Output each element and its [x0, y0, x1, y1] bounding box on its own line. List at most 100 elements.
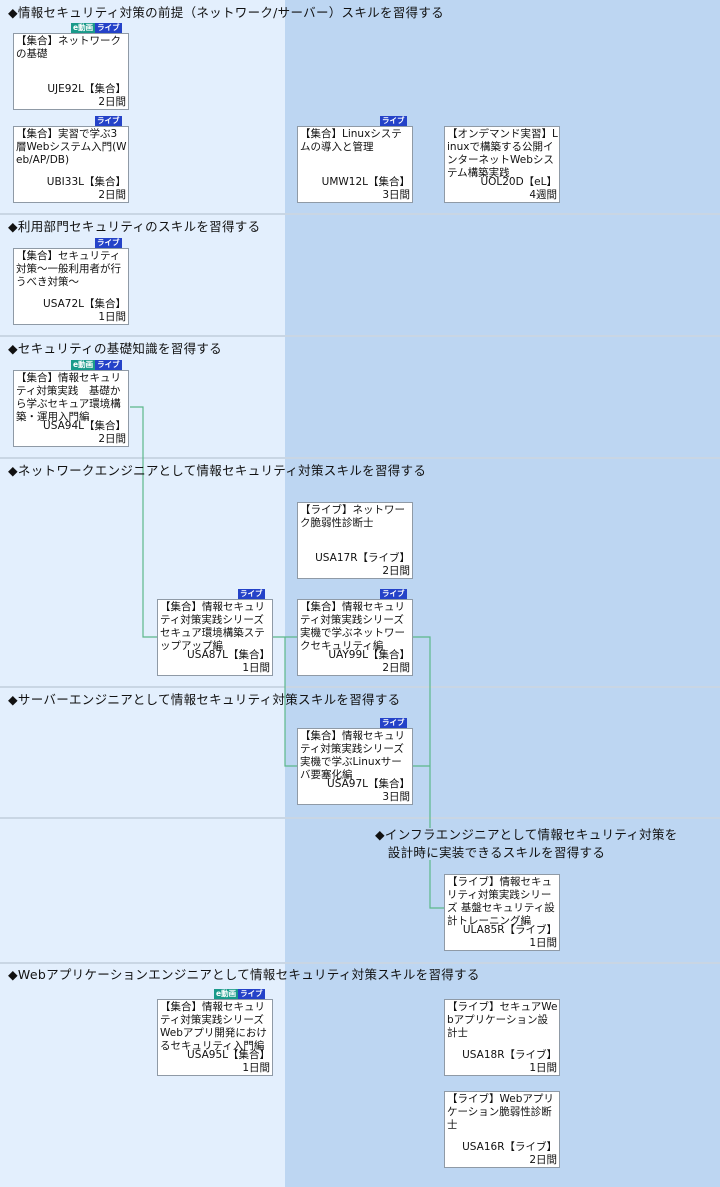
course-code: USA94L【集合】 [43, 420, 126, 432]
course-code: USA17R【ライブ】 [315, 552, 410, 564]
section-divider [0, 457, 720, 459]
course-title: 【集合】セキュリティ対策～一般利用者が行うべき対策～ [16, 250, 121, 288]
course-footer: UAY99L【集合】2日間 [328, 649, 410, 675]
course-duration: 3日間 [382, 189, 410, 201]
live-badge: ライブ [380, 116, 407, 126]
course-duration: 2日間 [98, 189, 126, 201]
course-badges: e動画ライブ [71, 360, 122, 370]
course-code: UBI33L【集合】 [46, 176, 126, 188]
course-footer: USA87L【集合】1日間 [187, 649, 270, 675]
course-footer: UOL20D【eL】4週間 [480, 176, 557, 202]
course-title: 【集合】ネットワークの基礎 [16, 35, 121, 60]
course-duration: 1日間 [242, 662, 270, 674]
course-badges: ライブ [95, 238, 122, 248]
course-code: USA72L【集合】 [43, 298, 126, 310]
course-duration: 3日間 [382, 791, 410, 803]
course-footer: UJE92L【集合】2日間 [47, 83, 126, 109]
connector-line [130, 406, 157, 638]
live-badge: ライブ [380, 718, 407, 728]
section-heading: ◆セキュリティの基礎知識を習得する [8, 341, 222, 356]
section-heading: ◆インフラエンジニアとして情報セキュリティ対策を 設計時に実装できるスキルを習得… [375, 827, 678, 860]
course-duration: 2日間 [98, 433, 126, 445]
course-code: UAY99L【集合】 [328, 649, 410, 661]
section-divider [0, 335, 720, 337]
course-code: ULA85R【ライブ】 [462, 924, 557, 936]
course-card[interactable]: 【オンデマンド実習】Linuxで構築する公開インターネットWebシステム構築実践… [444, 126, 560, 203]
live-badge: ライブ [95, 116, 122, 126]
course-duration: 2日間 [98, 96, 126, 108]
course-title: 【集合】実習で学ぶ3層Webシステム入門(Web/AP/DB) [16, 128, 127, 166]
live-badge: ライブ [95, 23, 122, 33]
course-code: USA97L【集合】 [327, 778, 410, 790]
course-card[interactable]: 【集合】ネットワークの基礎 UJE92L【集合】2日間 [13, 33, 129, 110]
course-badges: ライブ [380, 116, 407, 126]
course-badges: ライブ [380, 718, 407, 728]
section-divider [0, 213, 720, 215]
course-card[interactable]: 【集合】情報セキュリティ対策実践シリーズ Webアプリ開発におけるセキュリティ入… [157, 999, 273, 1076]
course-duration: 4週間 [529, 189, 557, 201]
e-video-badge: e動画 [214, 989, 239, 999]
course-badges: e動画ライブ [71, 23, 122, 33]
course-title: 【集合】情報セキュリティ対策実践シリーズ Webアプリ開発におけるセキュリティ入… [160, 1001, 267, 1052]
course-code: USA87L【集合】 [187, 649, 270, 661]
course-title: 【集合】情報セキュリティ対策実践シリーズ 実機で学ぶLinuxサーバ要塞化編 [300, 730, 415, 781]
live-badge: ライブ [238, 589, 265, 599]
course-title: 【ライブ】ネットワーク脆弱性診断士 [300, 504, 405, 529]
connector-line [413, 636, 431, 828]
course-badges: ライブ [380, 589, 407, 599]
course-duration: 1日間 [529, 937, 557, 949]
section-heading: ◆情報セキュリティ対策の前提（ネットワーク/サーバー）スキルを習得する [8, 5, 444, 20]
live-badge: ライブ [380, 589, 407, 599]
course-footer: USA94L【集合】2日間 [43, 420, 126, 446]
course-footer: ULA85R【ライブ】1日間 [463, 924, 557, 950]
section-divider [0, 817, 720, 819]
course-title: 【集合】情報セキュリティ対策実践 基礎から学ぶセキュア環境構築・運用入門編 [16, 372, 121, 423]
course-code: USA95L【集合】 [187, 1049, 270, 1061]
e-video-badge: e動画 [71, 23, 96, 33]
connector-line [429, 860, 444, 909]
course-badges: e動画ライブ [214, 989, 265, 999]
course-footer: UMW12L【集合】3日間 [322, 176, 410, 202]
section-heading: ◆ネットワークエンジニアとして情報セキュリティ対策スキルを習得する [8, 463, 427, 478]
course-title: 【ライブ】情報セキュリティ対策実践シリーズ 基盤セキュリティ設計トレーニング編 [447, 876, 555, 927]
course-title: 【オンデマンド実習】Linuxで構築する公開インターネットWebシステム構築実践 [447, 128, 558, 179]
course-title: 【集合】情報セキュリティ対策実践シリーズ セキュア環境構築ステップアップ編 [160, 601, 275, 652]
course-footer: USA95L【集合】1日間 [187, 1049, 270, 1075]
course-duration: 1日間 [529, 1062, 557, 1074]
course-footer: USA72L【集合】1日間 [43, 298, 126, 324]
section-divider [0, 686, 720, 688]
course-card[interactable]: 【ライブ】Webアプリケーション脆弱性診断士 USA16R【ライブ】2日間 [444, 1091, 560, 1168]
course-badges: ライブ [238, 589, 265, 599]
course-title: 【集合】情報セキュリティ対策実践シリーズ 実機で学ぶネットワークセキュリティ編 [300, 601, 415, 652]
course-footer: USA17R【ライブ】2日間 [315, 552, 410, 578]
course-code: USA18R【ライブ】 [462, 1049, 557, 1061]
section-heading: ◆サーバーエンジニアとして情報セキュリティ対策スキルを習得する [8, 692, 401, 707]
course-duration: 2日間 [529, 1154, 557, 1166]
connector-line [284, 637, 298, 767]
course-badges: ライブ [95, 116, 122, 126]
course-duration: 1日間 [242, 1062, 270, 1074]
section-heading: ◆利用部門セキュリティのスキルを習得する [8, 219, 261, 234]
section-divider [0, 962, 720, 964]
course-duration: 2日間 [382, 565, 410, 577]
course-title: 【ライブ】Webアプリケーション脆弱性診断士 [447, 1093, 554, 1131]
course-duration: 1日間 [98, 311, 126, 323]
course-code: UOL20D【eL】 [480, 176, 557, 188]
course-code: UMW12L【集合】 [321, 176, 410, 188]
course-code: USA16R【ライブ】 [462, 1141, 557, 1153]
course-card[interactable]: 【集合】実習で学ぶ3層Webシステム入門(Web/AP/DB) UBI33L【集合… [13, 126, 129, 203]
course-card[interactable]: 【ライブ】ネットワーク脆弱性診断士 USA17R【ライブ】2日間 [297, 502, 413, 579]
course-code: UJE92L【集合】 [47, 83, 126, 95]
live-badge: ライブ [238, 989, 265, 999]
course-card[interactable]: 【集合】セキュリティ対策～一般利用者が行うべき対策～ USA72L【集合】1日間 [13, 248, 129, 325]
e-video-badge: e動画 [71, 360, 96, 370]
live-badge: ライブ [95, 238, 122, 248]
